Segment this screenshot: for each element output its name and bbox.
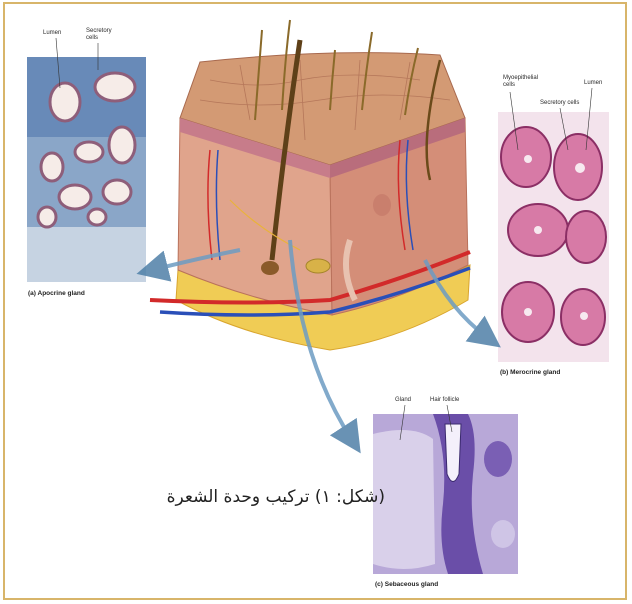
figure-title: (شكل: ١) تركيب وحدة الشعرة (120, 487, 385, 507)
arrow-to-merocrine (425, 260, 488, 338)
arrow-to-apocrine (152, 250, 240, 270)
arrow-to-sebaceous (290, 240, 352, 440)
